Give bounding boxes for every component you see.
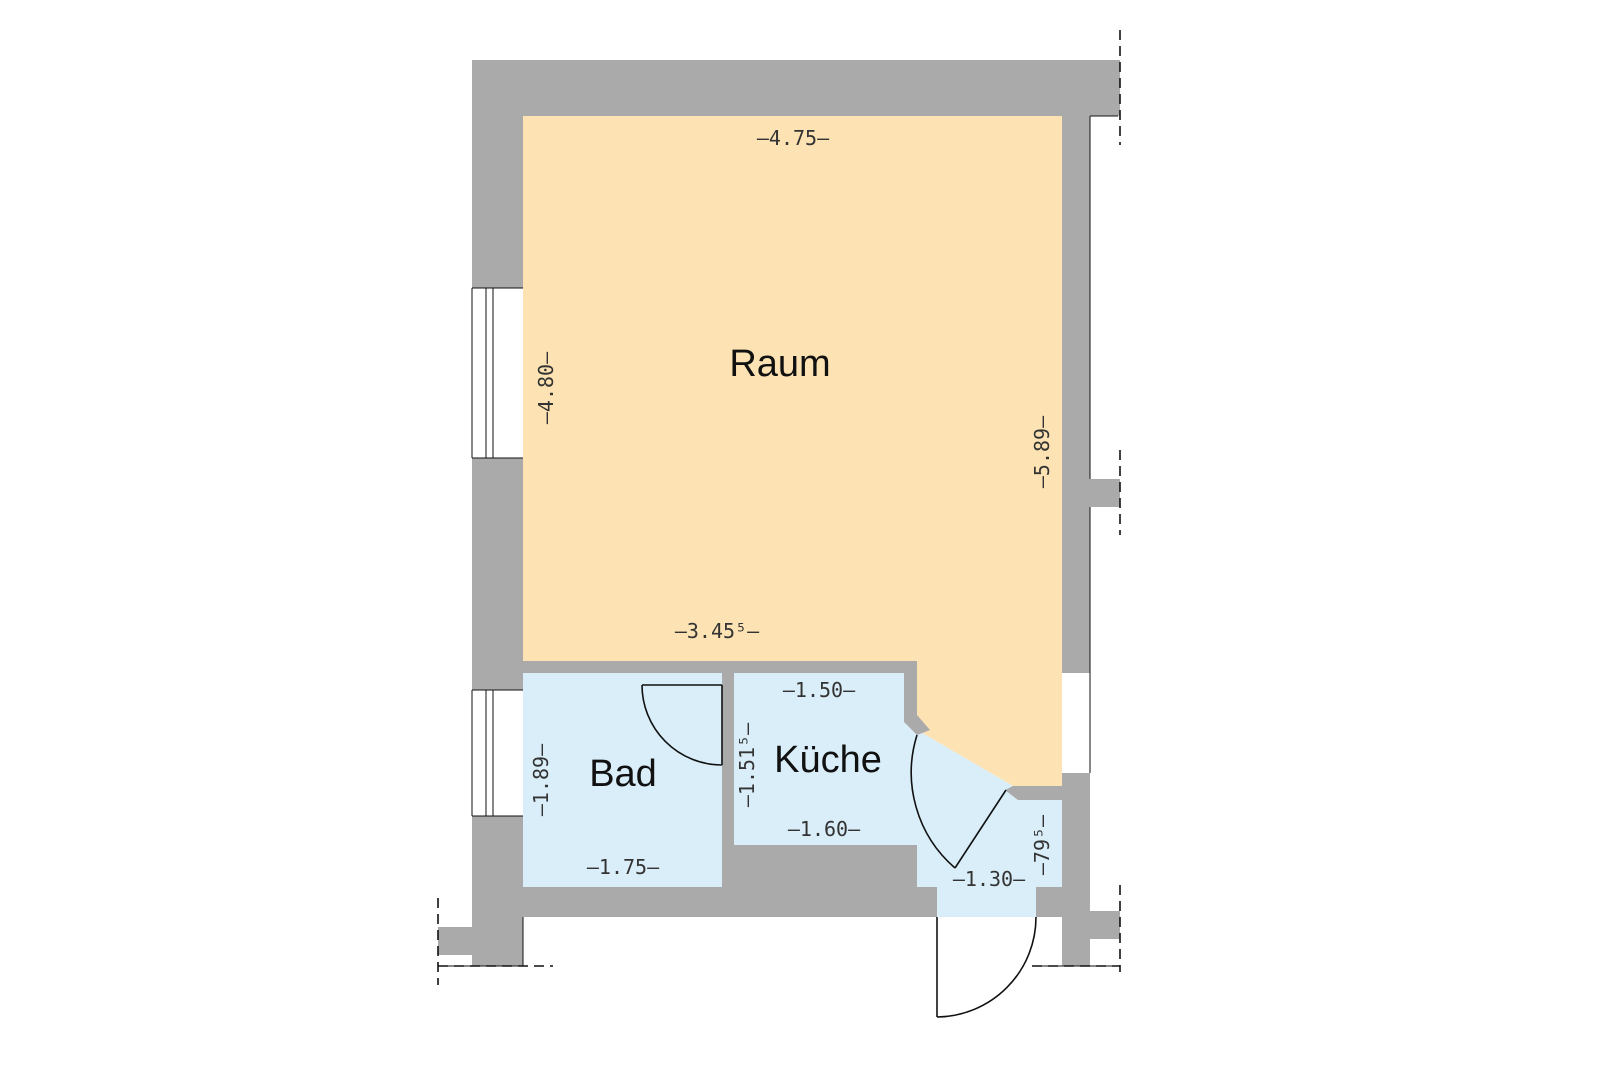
dimension-kueche-width-bottom: –1.60– <box>788 817 861 841</box>
wall-bottom-right-pier <box>1090 911 1120 939</box>
wall-bottom <box>523 887 937 917</box>
flur-floor <box>917 730 1062 917</box>
raum-floor <box>523 116 1062 786</box>
wall-left-1 <box>472 116 523 288</box>
dimension-raum-width-top: –4.75– <box>757 126 830 150</box>
wall-bottom-left-stub <box>438 927 490 955</box>
room-label-bad: Bad <box>589 753 657 795</box>
wall-bad-kueche-top <box>722 673 734 685</box>
door-entrance <box>936 916 1037 1018</box>
bad-floor <box>523 673 722 887</box>
wall-raum-bad <box>523 661 917 673</box>
window-bad <box>471 689 523 817</box>
dimension-raum-height-right: –5.89– <box>1030 415 1054 488</box>
dimension-bad-width: –1.75– <box>587 855 660 879</box>
dimension-flur-width: –1.30– <box>953 867 1026 891</box>
room-label-kueche: Küche <box>774 739 882 781</box>
dimension-flur-height: –79⁵– <box>1030 814 1054 875</box>
dimension-kueche-width-top: –1.50– <box>783 678 856 702</box>
door-bad <box>641 684 723 766</box>
dimension-raum-width-bottom: –3.45⁵– <box>675 619 760 643</box>
wall-right <box>1062 116 1090 673</box>
dimension-raum-height-left: –4.80– <box>534 351 558 424</box>
dimension-bad-height: –1.89– <box>529 743 553 816</box>
wall-right-pier <box>1090 479 1120 507</box>
kueche-floor <box>734 673 917 845</box>
wall-left-2 <box>472 458 523 690</box>
dimension-kueche-height: –1.51⁵– <box>735 722 759 807</box>
wall-kueche-right <box>904 673 930 735</box>
room-label-raum: Raum <box>729 343 830 385</box>
door-kueche <box>910 734 1007 869</box>
wall-flur-right <box>1005 773 1090 966</box>
wall-bad-kueche <box>722 673 734 913</box>
window-raum <box>471 287 523 459</box>
wall-top <box>472 60 1120 116</box>
wall-kueche-bottom <box>734 845 917 887</box>
